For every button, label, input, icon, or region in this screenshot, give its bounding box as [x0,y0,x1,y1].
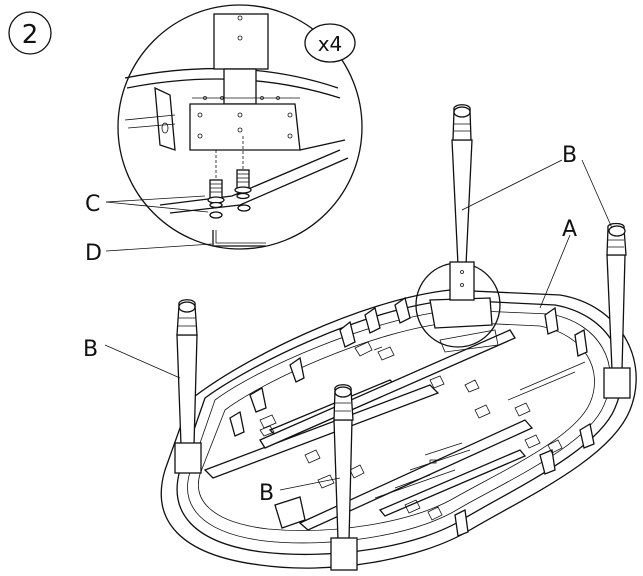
leg-left [174,299,202,474]
clip-icon [259,341,563,521]
leg-bottom [330,384,358,571]
label-d: D [85,241,102,266]
label-c: C [85,192,100,217]
detail-magnifier: x4 [117,4,363,250]
label-b-bottom: B [259,481,274,506]
label-b-top: B [562,143,577,168]
screw-icon [207,179,225,209]
allen-key-icon [212,230,266,247]
step-number: 2 [22,20,39,50]
label-b-left: B [83,337,98,362]
leg-right [603,222,631,399]
screw-icon [234,169,252,200]
step-badge: 2 [8,11,52,55]
table-top [160,289,637,569]
quantity-label: x4 [318,32,343,56]
leg-upper [449,104,475,301]
label-a: A [562,217,577,242]
